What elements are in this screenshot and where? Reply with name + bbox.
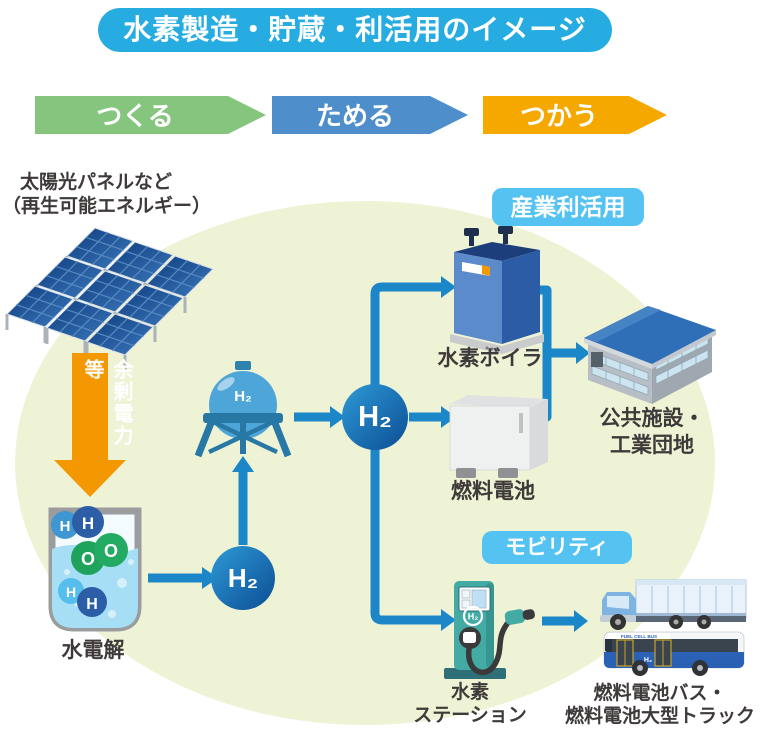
svg-text:H: H [60, 518, 71, 535]
svg-text:H: H [82, 514, 94, 533]
stage-label-create: つくる [96, 101, 174, 131]
destination-label: 公共施設・ 工業団地 [578, 405, 726, 459]
stage-label-store: ためる [315, 101, 394, 131]
vehicles-label-line1: 燃料電池バス・ [593, 683, 727, 704]
industry-badge: 産業利活用 [492, 188, 644, 226]
fuel-cell-icon [449, 395, 548, 478]
stage-arrow-store [272, 96, 468, 134]
surplus-power-arrow [54, 353, 126, 497]
station-label: 水素 ステーション [400, 681, 540, 727]
electrolysis-beaker-icon: H H O O H H [48, 506, 142, 632]
stage-arrow-use [483, 96, 667, 134]
vehicles-label: 燃料電池バス・ 燃料電池大型トラック [560, 682, 760, 728]
boiler-label: 水素ボイラ [437, 347, 543, 370]
vehicles-label-line2: 燃料電池大型トラック [564, 706, 755, 727]
boiler-icon [450, 226, 544, 354]
h2-molecule-icons: H H O O H H [51, 506, 128, 617]
station-label-line2: ステーション [413, 705, 527, 726]
svg-text:H: H [66, 584, 76, 600]
flow-arrowheads [202, 276, 590, 632]
flow-trunk-line [370, 282, 441, 625]
destination-label-line2: 工業団地 [610, 434, 694, 457]
tank-h2-label: H₂ [234, 388, 252, 405]
fuel-cell-label: 燃料電池 [451, 480, 535, 503]
svg-text:O: O [81, 549, 95, 569]
hub-h2-label: H₂ [358, 401, 392, 433]
stage-arrow-create [35, 96, 266, 134]
surplus-power-label: 余剰電力等 [81, 359, 132, 447]
bus-icon: FUEL CELL BUS H₂ [603, 631, 745, 676]
svg-text:H₂: H₂ [644, 657, 652, 664]
svg-text:O: O [104, 541, 118, 561]
destination-label-line1: 公共施設・ [599, 407, 705, 430]
stage-label-use: つかう [519, 101, 598, 131]
truck-icon [600, 579, 747, 630]
page-title: 水素製造・貯蔵・利活用のイメージ [98, 8, 612, 52]
source-label-line1: 太陽光パネルなど [20, 172, 173, 193]
h2-hub-badge [342, 384, 408, 450]
station-label-line1: 水素 [450, 682, 489, 703]
small-h2-label: H₂ [227, 563, 259, 593]
hydrogen-tank-icon [194, 361, 292, 458]
source-label-line2: （再生可能エネルギー） [2, 196, 212, 217]
building-icon [584, 306, 716, 404]
svg-text:H₂: H₂ [468, 612, 479, 622]
svg-text:H: H [86, 596, 98, 613]
h2-molecule-badge-small [211, 546, 275, 610]
svg-text:FUEL CELL BUS: FUEL CELL BUS [621, 634, 657, 639]
mobility-badge: モビリティ [482, 531, 632, 564]
electrolysis-label: 水電解 [61, 639, 125, 662]
hydrogen-station-icon: H₂ [444, 581, 535, 679]
